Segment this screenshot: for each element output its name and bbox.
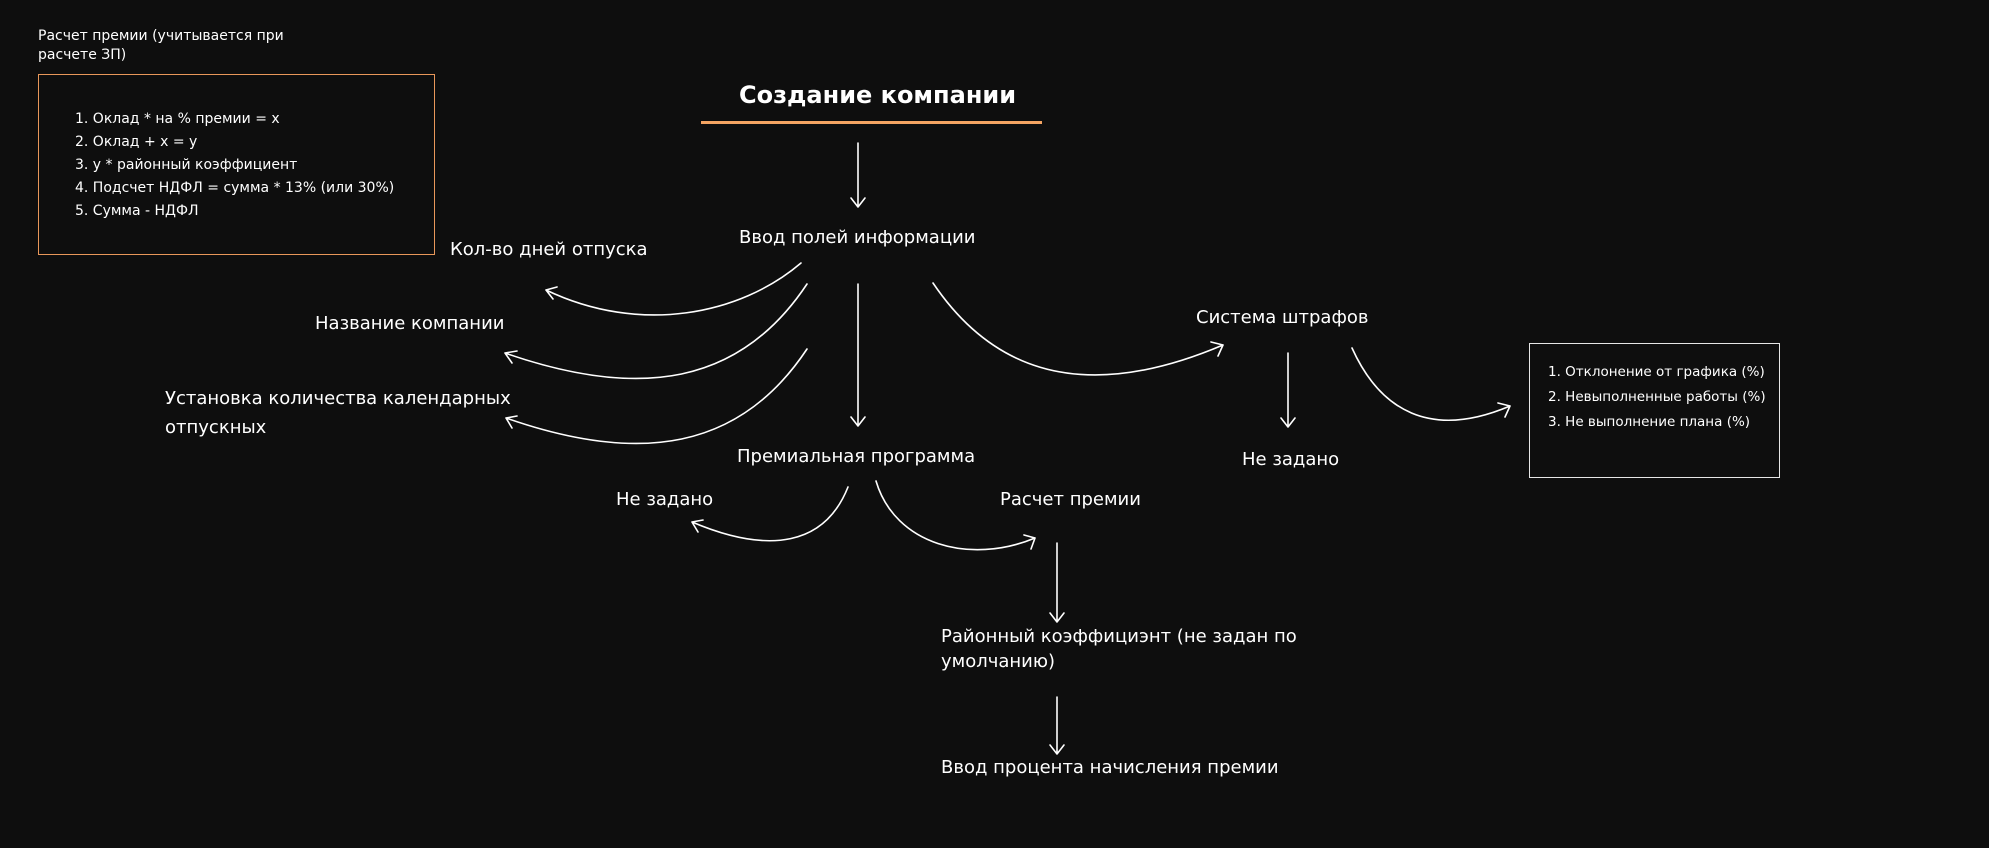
arrow-info-to-vacation — [545, 262, 802, 316]
arrow-title-to-info — [850, 142, 866, 208]
arrow-bonus-to-calc — [875, 480, 1036, 551]
node-info-fields: Ввод полей информации — [739, 227, 976, 248]
node-company-name: Название компании — [315, 313, 505, 334]
formula-step-4: 4. Подсчет НДФЛ = сумма * 13% (или 30%) — [75, 180, 395, 196]
arrow-info-to-bonus — [850, 283, 866, 427]
node-vacation-days: Кол-во дней отпуска — [450, 239, 648, 260]
arrow-fines-to-list — [1351, 347, 1511, 421]
fines-list: 1. Отклонение от графика (%) 2. Невыполн… — [1548, 360, 1766, 435]
arrow-fines-to-not-set — [1280, 352, 1296, 428]
formula-step-2: 2. Оклад + х = у — [75, 134, 198, 150]
node-bonus-not-set: Не задано — [616, 489, 714, 510]
formula-note-label: Расчет премии (учитывается при расчете З… — [38, 28, 284, 63]
fines-item-2: 2. Невыполненные работы (%) — [1548, 389, 1766, 405]
diagram-title: Создание компании — [739, 81, 1017, 109]
formula-step-3: 3. у * районный коэффициент — [75, 157, 298, 173]
formula-step-1: 1. Оклад * на % премии = х — [75, 111, 280, 127]
node-calendar-days: Установка количества календарных отпускн… — [165, 388, 511, 438]
formula-steps-list: 1. Оклад * на % премии = х 2. Оклад + х … — [75, 108, 394, 223]
title-underline — [701, 121, 1042, 124]
node-bonus-calc: Расчет премии — [1000, 489, 1141, 510]
node-bonus-percent: Ввод процента начисления премии — [941, 757, 1279, 778]
node-fines-system: Система штрафов — [1196, 307, 1369, 328]
fines-box: 1. Отклонение от графика (%) 2. Невыполн… — [1529, 343, 1780, 478]
arrow-info-to-company — [504, 283, 808, 380]
fines-item-3: 3. Не выполнение плана (%) — [1548, 414, 1751, 430]
formula-step-5: 5. Сумма - НДФЛ — [75, 203, 199, 219]
arrow-calc-to-regional — [1049, 542, 1065, 623]
arrow-regional-to-percent — [1049, 696, 1065, 755]
arrow-info-to-fines — [932, 282, 1224, 376]
node-regional-coef: Районный коэффициэнт (не задан по умолча… — [941, 626, 1297, 672]
fines-item-1: 1. Отклонение от графика (%) — [1548, 364, 1765, 380]
node-fines-not-set: Не задано — [1242, 449, 1340, 470]
arrow-bonus-to-not-set — [691, 486, 849, 542]
node-bonus-program: Премиальная программа — [737, 446, 976, 467]
formula-box: 1. Оклад * на % премии = х 2. Оклад + х … — [38, 74, 435, 255]
arrow-info-to-calendar — [505, 348, 808, 445]
